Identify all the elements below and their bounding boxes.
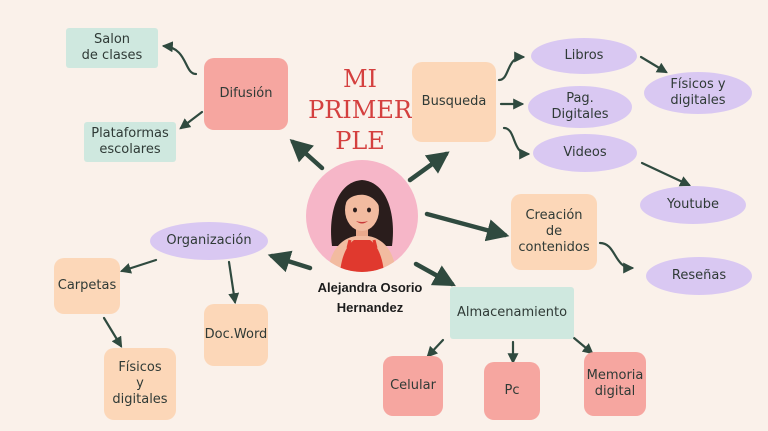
node-libros-label: Libros: [564, 47, 604, 63]
node-plataformas-escolares: Plataformas escolares: [84, 122, 176, 162]
node-memoria-digital: Memoria digital: [584, 352, 646, 416]
arrow-libros-fisicos: [639, 55, 668, 74]
node-salon-line-1: Salon: [93, 31, 131, 47]
arrow-difusion-salon: [161, 41, 198, 76]
title-line-1: MI: [342, 65, 378, 93]
arrow-center-busqueda: [407, 151, 450, 183]
arrow-almacenamiento-memoria: [572, 336, 594, 355]
node-fisicos-top-line-2: digitales: [670, 93, 726, 108]
arrow-carpetas-fisicos: [102, 316, 123, 348]
arrow-organizacion-docword: [227, 260, 240, 305]
node-pag-line-1: Pag.: [566, 90, 594, 106]
node-resenas-label: Reseñas: [671, 267, 727, 283]
arrow-busqueda-videos: [502, 126, 531, 160]
node-libros: Libros: [531, 38, 637, 74]
node-pc: Pc: [484, 362, 540, 420]
node-salon-line-2: de clases: [81, 48, 143, 63]
node-videos-label: Videos: [563, 144, 607, 160]
arrow-center-difusion: [289, 138, 325, 171]
node-creacion-de-contenidos: Creación de contenidos: [511, 194, 597, 270]
node-docword-label: Doc.Word: [204, 326, 268, 342]
node-doc-word: Doc.Word: [204, 304, 268, 366]
arrow-center-organizacion: [267, 250, 313, 273]
node-carpetas-label: Carpetas: [57, 277, 117, 293]
node-creacion-line-2: de: [545, 223, 563, 239]
node-difusion-label: Difusión: [219, 85, 273, 101]
node-pag-digitales: Pag. Digitales: [528, 86, 632, 128]
node-celular: Celular: [383, 356, 443, 416]
title-line-2: PRIMER: [308, 96, 412, 125]
node-creacion-line-1: Creación: [525, 207, 583, 223]
node-fisicos-bottom-line-1: Físicos: [118, 359, 162, 375]
node-almacenamiento-label: Almacenamiento: [456, 304, 568, 320]
woman-portrait-icon: [328, 180, 396, 272]
node-plataformas-line-2: escolares: [99, 142, 161, 157]
node-resenas: Reseñas: [646, 257, 752, 295]
avatar: [306, 160, 418, 272]
node-fisicos-top-line-1: Físicos y: [670, 76, 726, 92]
node-organizacion-label: Organización: [166, 232, 252, 248]
node-pc-label: Pc: [504, 382, 520, 398]
node-almacenamiento: Almacenamiento: [450, 287, 574, 339]
node-creacion-line-3: contenidos: [518, 240, 590, 256]
node-fisicos-bottom-line-3: digitales: [112, 392, 168, 408]
arrow-almacenamiento-celular: [426, 338, 445, 358]
author-last: Hernandez: [336, 299, 404, 315]
node-videos: Videos: [533, 134, 637, 172]
node-fisicos-digitales-top: Físicos y digitales: [644, 72, 752, 114]
node-carpetas: Carpetas: [54, 258, 120, 314]
node-youtube-label: Youtube: [667, 196, 719, 212]
arrow-center-creacion: [424, 211, 510, 242]
author-name: Alejandra Osorio Hernandez: [290, 278, 450, 317]
node-busqueda-label: Busqueda: [421, 93, 487, 109]
node-youtube: Youtube: [640, 186, 746, 224]
title-line-3: PLE: [335, 127, 385, 156]
arrow-videos-youtube: [640, 161, 691, 187]
arrow-difusion-plataformas: [179, 110, 204, 130]
node-plataformas-line-1: Plataformas: [91, 125, 169, 141]
node-celular-label: Celular: [390, 377, 436, 393]
author-first: Alejandra Osorio: [317, 280, 423, 295]
node-fisicos-digitales-bottom: Físicos y digitales: [104, 348, 176, 420]
node-difusion: Difusión: [204, 58, 288, 130]
node-fisicos-bottom-line-2: y: [136, 375, 144, 391]
arrow-busqueda-libros: [497, 51, 526, 82]
node-busqueda: Busqueda: [412, 62, 496, 142]
arrow-center-almacenamiento: [413, 261, 456, 287]
node-salon-de-clases: Salon de clases: [66, 28, 158, 68]
node-memoria-line-1: Memoria: [586, 367, 644, 383]
arrow-organizacion-carpetas: [119, 258, 158, 274]
map-title: MI PRIMER PLE: [304, 64, 416, 158]
node-memoria-line-2: digital: [594, 384, 636, 399]
node-pag-line-2: Digitales: [551, 107, 609, 122]
node-organizacion: Organización: [150, 222, 268, 260]
arrow-creacion-resenas: [598, 241, 635, 274]
